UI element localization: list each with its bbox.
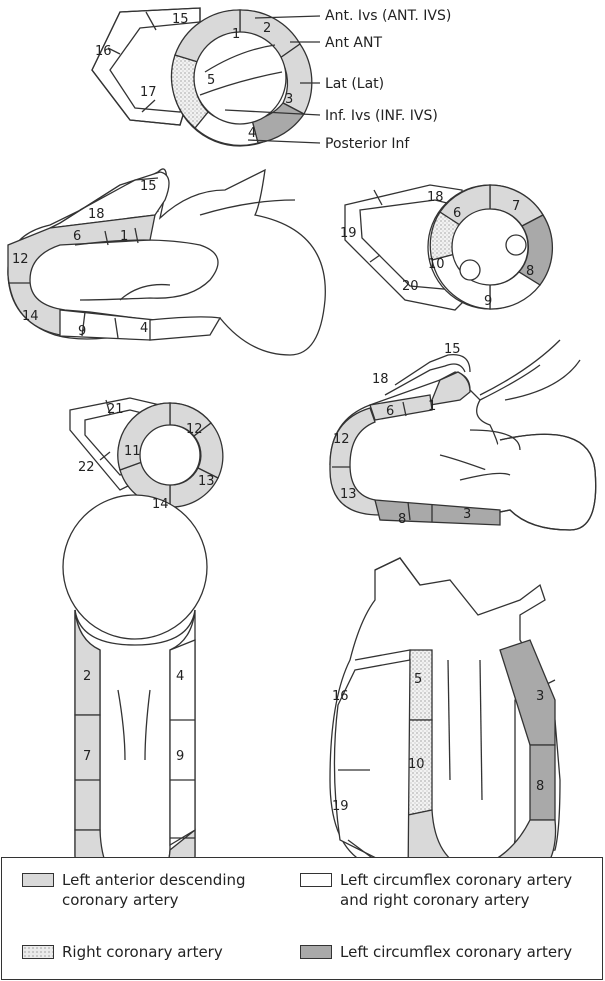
segment-label-2: 2 [263, 21, 271, 36]
segment-label-3: 3 [285, 92, 293, 107]
segment-label-15c: 15 [444, 342, 461, 357]
segment-label-2b: 2 [83, 669, 91, 684]
segment-label-15b: 15 [140, 179, 157, 194]
segment-label-3c: 3 [536, 689, 544, 704]
segment-label-7b: 7 [83, 749, 91, 764]
legend-item-lad: Left anterior descending coronary artery [22, 870, 262, 910]
segment-label-13: 13 [198, 474, 215, 489]
segment-label-9b: 9 [484, 294, 492, 309]
segment-label-14b: 14 [152, 497, 169, 512]
legend-item-rca: Right coronary artery [22, 942, 282, 962]
view-four-chamber [330, 558, 560, 905]
segment-label-7: 7 [512, 199, 520, 214]
segment-label-21: 21 [107, 402, 124, 417]
segment-label-19: 19 [340, 226, 357, 241]
segment-label-14: 14 [22, 309, 39, 324]
segment-label-4b: 4 [140, 321, 148, 336]
segment-label-6: 6 [73, 229, 81, 244]
segment-label-9: 9 [78, 324, 86, 339]
view-vertical-long-axis [63, 495, 207, 910]
segment-label-18: 18 [88, 207, 105, 222]
callout-labels: Ant. Ivs (ANT. IVS) Ant ANT Lat (Lat) In… [325, 8, 451, 152]
callout-lat: Lat (Lat) [325, 76, 384, 92]
segment-label-5: 5 [207, 73, 215, 88]
legend-label-rca: Right coronary artery [62, 942, 223, 962]
legend-item-lcx-rca: Left circumflex coronary artery and righ… [300, 870, 600, 910]
segment-label-5b: 5 [414, 672, 422, 687]
legend-label-lad: Left anterior descending coronary artery [62, 870, 262, 910]
segment-label-3b: 3 [463, 507, 471, 522]
segment-label-1b: 1 [120, 229, 128, 244]
segment-label-4c: 4 [176, 669, 184, 684]
legend: Left anterior descending coronary artery… [1, 857, 603, 980]
segment-label-22: 22 [78, 460, 95, 475]
segment-label-10: 10 [428, 257, 445, 272]
segment-label-12b: 12 [186, 422, 203, 437]
segment-label-15: 15 [172, 12, 189, 27]
legend-label-lcx-rca: Left circumflex coronary artery and righ… [340, 870, 600, 910]
segment-label-11: 11 [124, 444, 141, 459]
legend-swatch-lcx [300, 945, 332, 959]
segment-label-12c: 12 [333, 432, 350, 447]
segment-label-1c: 1 [428, 399, 436, 414]
segment-label-16b: 16 [332, 689, 349, 704]
view-short-axis-apical [70, 398, 223, 507]
segment-label-8c: 8 [536, 779, 544, 794]
segment-label-19b: 19 [332, 799, 349, 814]
callout-inf-ivs: Inf. Ivs (INF. IVS) [325, 108, 438, 124]
callout-ant: Ant ANT [325, 35, 382, 51]
legend-item-lcx: Left circumflex coronary artery [300, 942, 600, 962]
segment-label-6b: 6 [453, 206, 461, 221]
segment-label-9c: 9 [176, 749, 184, 764]
segment-label-20: 20 [402, 279, 419, 294]
segment-label-4: 4 [248, 126, 256, 141]
segment-label-10b: 10 [408, 757, 425, 772]
segment-label-18b: 18 [427, 190, 444, 205]
legend-label-lcx: Left circumflex coronary artery [340, 942, 572, 962]
legend-swatch-lcx-rca [300, 873, 332, 887]
segment-label-13b: 13 [340, 487, 357, 502]
callout-posterior: Posterior Inf [325, 136, 410, 152]
segment-label-1: 1 [232, 27, 240, 42]
segment-label-16: 16 [95, 44, 112, 59]
view-long-axis-right [330, 340, 596, 530]
view-short-axis-top [92, 8, 320, 146]
segment-label-8b: 8 [398, 512, 406, 527]
legend-swatch-lad [22, 873, 54, 887]
callout-ant-ivs: Ant. Ivs (ANT. IVS) [325, 8, 451, 24]
segment-label-18c: 18 [372, 372, 389, 387]
view-short-axis-mid [345, 185, 552, 310]
view-long-axis-left [8, 169, 325, 355]
segment-label-6c: 6 [386, 404, 394, 419]
segment-label-8: 8 [526, 264, 534, 279]
segment-label-12: 12 [12, 252, 29, 267]
segment-label-17: 17 [140, 85, 157, 100]
legend-swatch-rca [22, 945, 54, 959]
